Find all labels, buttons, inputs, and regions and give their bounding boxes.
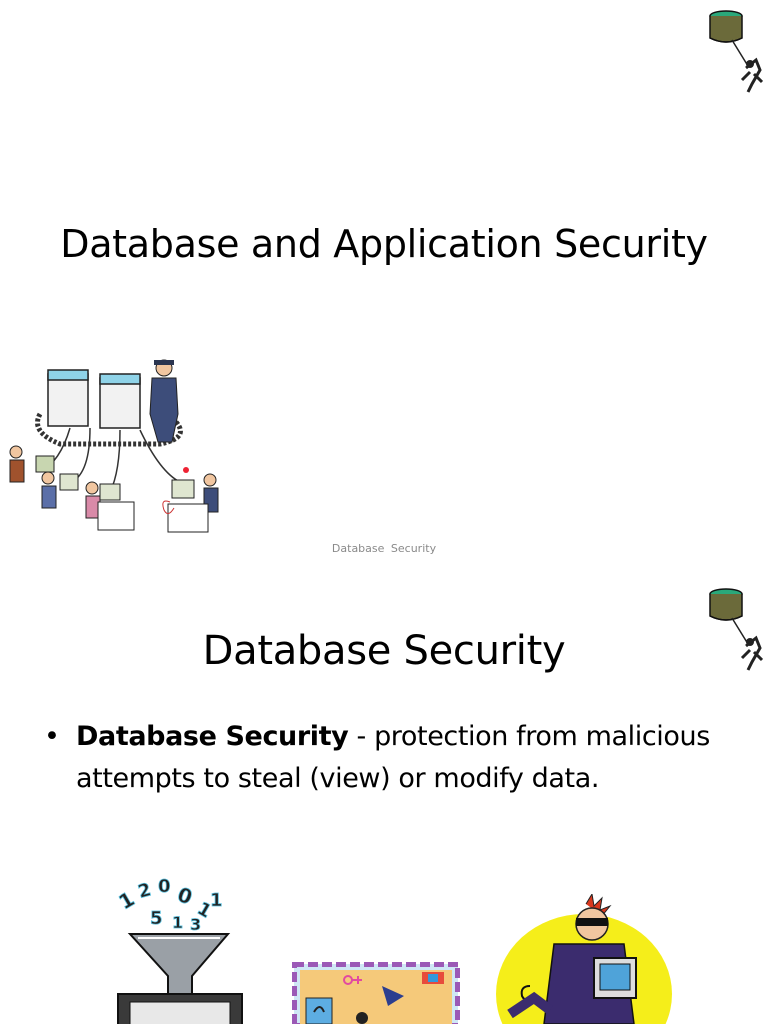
network-security-clipart — [9, 359, 219, 533]
svg-text:5: 5 — [150, 908, 163, 929]
database-burglar-icon — [709, 588, 764, 671]
computer-thief-clipart — [496, 894, 672, 1024]
svg-text:1: 1 — [172, 913, 183, 932]
bullet-item: • Database Security - protection from ma… — [44, 716, 744, 800]
svg-text:0: 0 — [174, 882, 195, 909]
slide-2: Database Security • Database Security - … — [0, 576, 768, 1024]
bullet-text: Database Security - protection from mali… — [76, 716, 744, 800]
svg-text:3: 3 — [190, 915, 201, 934]
svg-text:2: 2 — [136, 879, 154, 903]
database-burglar-icon — [709, 10, 764, 93]
bullet-description: - protection from malicious attempts to … — [76, 721, 710, 794]
svg-text:1: 1 — [115, 887, 139, 915]
slide-footer: Database Security — [331, 542, 437, 555]
bullet-term: Database Security — [76, 721, 349, 752]
svg-text:1: 1 — [210, 890, 223, 911]
data-funnel-clipart: 1 2 0 0 1 1 5 1 3 — [114, 876, 243, 1024]
svg-text:0: 0 — [158, 876, 171, 897]
slide-1: Database and Application Security — [9, 10, 764, 555]
spy-desk-clipart — [292, 962, 460, 1024]
slide-title: Database Security — [202, 628, 566, 674]
slide-title: Database and Application Security — [60, 222, 708, 266]
bullet-dot: • — [44, 721, 60, 752]
